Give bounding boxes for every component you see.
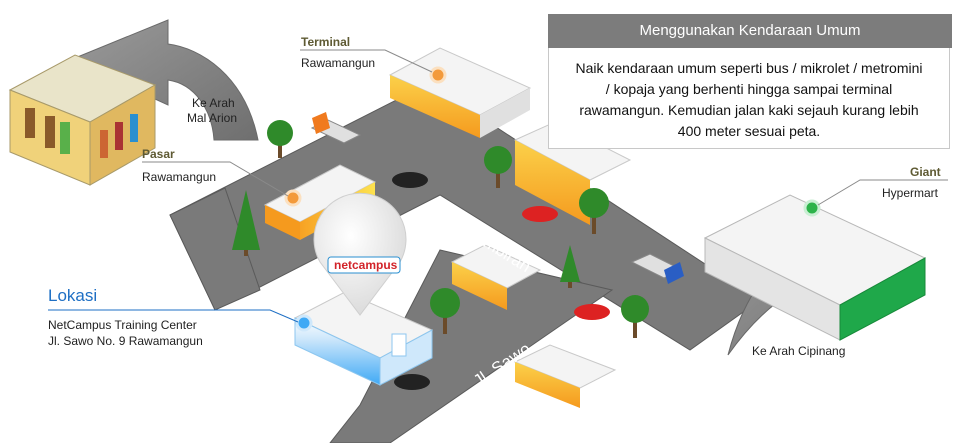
terminal-building — [388, 47, 532, 138]
pasar-subtitle: Rawamangun — [142, 170, 217, 184]
car-icon — [522, 206, 558, 222]
netcampus-pin — [313, 192, 407, 316]
giant-building — [703, 194, 927, 341]
terminal-subtitle: Rawamangun — [301, 56, 376, 70]
location-address: Jl. Sawo No. 9 Rawamangun — [48, 334, 203, 348]
tree-icon — [267, 120, 293, 158]
giant-subtitle: Hypermart — [882, 186, 939, 200]
direction-mal-arion-line2: Mal Arion — [187, 111, 238, 125]
pasar-title: Pasar — [142, 147, 175, 161]
info-box: Menggunakan Kendaraan Umum Naik kendaraa… — [548, 14, 952, 150]
tree-icon — [579, 188, 609, 234]
info-box-body: Naik kendaraan umum seperti bus / mikrol… — [548, 48, 950, 149]
location-name: NetCampus Training Center — [48, 318, 197, 332]
giant-marker[interactable] — [803, 199, 821, 217]
netcampus-logo: netcampus — [334, 258, 398, 272]
pine-tree-icon — [232, 190, 260, 256]
terminal-leader — [300, 49, 433, 73]
bottom-building — [513, 344, 617, 408]
car-icon — [394, 374, 430, 390]
direction-mal-arion-line1: Ke Arah — [192, 96, 235, 110]
giant-title: Giant — [910, 165, 941, 179]
terminal-title: Terminal — [301, 35, 351, 49]
middle-building — [513, 121, 632, 225]
direction-cipinang: Ke Arah Cipinang — [752, 344, 846, 358]
terminal-marker[interactable] — [429, 66, 447, 84]
netcampus-marker[interactable] — [295, 314, 313, 332]
lokasi-leader — [48, 309, 299, 323]
tree-icon — [430, 288, 460, 334]
tree-icon — [484, 146, 512, 188]
car-icon — [574, 304, 610, 320]
pine-tree-icon — [560, 245, 580, 288]
truck-icon — [310, 112, 362, 144]
arrow-to-mal-arion — [68, 19, 259, 141]
center-building — [450, 244, 542, 310]
mal-arion-building — [8, 54, 157, 186]
pasar-leader — [142, 161, 289, 197]
giant-leader — [817, 179, 948, 206]
car-icon — [392, 172, 428, 188]
vehicles — [310, 112, 684, 390]
location-heading: Lokasi — [48, 286, 98, 305]
trees — [232, 120, 649, 338]
tree-icon — [621, 295, 649, 338]
netcampus-building — [293, 291, 434, 386]
truck-icon — [630, 253, 684, 284]
pasar-marker[interactable] — [284, 189, 302, 207]
info-box-header: Menggunakan Kendaraan Umum — [548, 14, 952, 48]
road-left — [169, 187, 261, 311]
